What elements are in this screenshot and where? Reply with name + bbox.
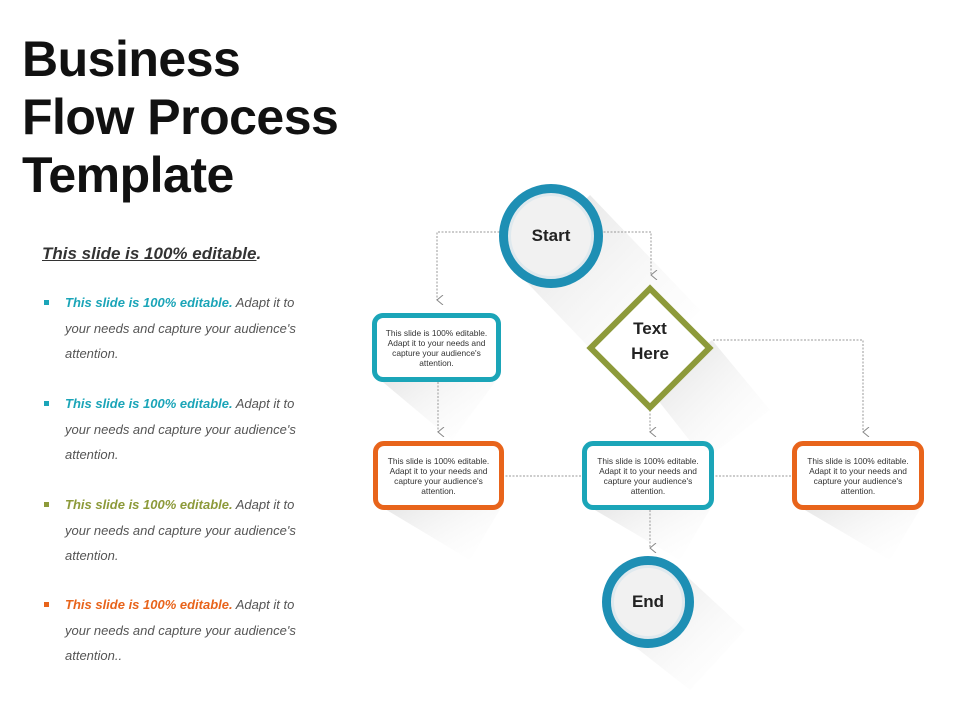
box-bottom-left: This slide is 100% editable. Adapt it to… (373, 441, 504, 510)
bullet-bold-text: This slide is 100% editable. (65, 295, 233, 310)
start-node: Start (499, 184, 603, 288)
box-bottom-left-text: This slide is 100% editable. Adapt it to… (387, 455, 490, 496)
start-label: Start (531, 226, 571, 245)
bullet-item: This slide is 100% editable. Adapt it to… (42, 290, 312, 367)
title-line-2: Flow Process (22, 89, 339, 145)
box-left-top-text: This slide is 100% editable. Adapt it to… (385, 327, 488, 368)
decision-label-line-1: Text (633, 319, 667, 338)
box-bottom-right: This slide is 100% editable. Adapt it to… (792, 441, 924, 510)
page-title: Business Flow Process Template (22, 30, 339, 204)
end-label: End (631, 592, 665, 611)
bullet-square-icon (44, 300, 49, 305)
bullet-item: This slide is 100% editable. Adapt it to… (42, 391, 312, 468)
title-line-3: Template (22, 147, 234, 203)
title-line-1: Business (22, 31, 241, 87)
connector-start-to-decision (600, 231, 651, 275)
box-bottom-right-text: This slide is 100% editable. Adapt it to… (807, 455, 909, 496)
bullet-bold-text: This slide is 100% editable. (65, 396, 233, 411)
subtitle-suffix: . (256, 244, 262, 263)
bullet-item: This slide is 100% editable. Adapt it to… (42, 592, 312, 669)
box-bottom-center: This slide is 100% editable. Adapt it to… (582, 441, 714, 510)
bullet-square-icon (44, 602, 49, 607)
box-left-top: This slide is 100% editable. Adapt it to… (372, 313, 501, 382)
end-node: End (602, 556, 694, 648)
subtitle: This slide is 100% editable. (42, 244, 261, 264)
bullet-item: This slide is 100% editable. Adapt it to… (42, 492, 312, 569)
box-bottom-center-text: This slide is 100% editable. Adapt it to… (597, 455, 699, 496)
bullet-bold-text: This slide is 100% editable. (65, 597, 233, 612)
bullet-bold-text: This slide is 100% editable. (65, 497, 233, 512)
bullet-rest-text: Adapt it to your needs and capture your … (65, 295, 296, 361)
connector-decision-to-right (713, 339, 863, 432)
bullet-square-icon (44, 401, 49, 406)
decision-label: Text Here (600, 316, 700, 366)
bullet-square-icon (44, 502, 49, 507)
decision-label-line-2: Here (631, 344, 669, 363)
bullet-rest-text: Adapt it to your needs and capture your … (65, 597, 296, 663)
subtitle-underlined: This slide is 100% editable (42, 244, 257, 263)
bullet-rest-text: Adapt it to your needs and capture your … (65, 497, 296, 563)
connector-start-to-left (437, 231, 503, 300)
bullet-rest-text: Adapt it to your needs and capture your … (65, 396, 296, 462)
